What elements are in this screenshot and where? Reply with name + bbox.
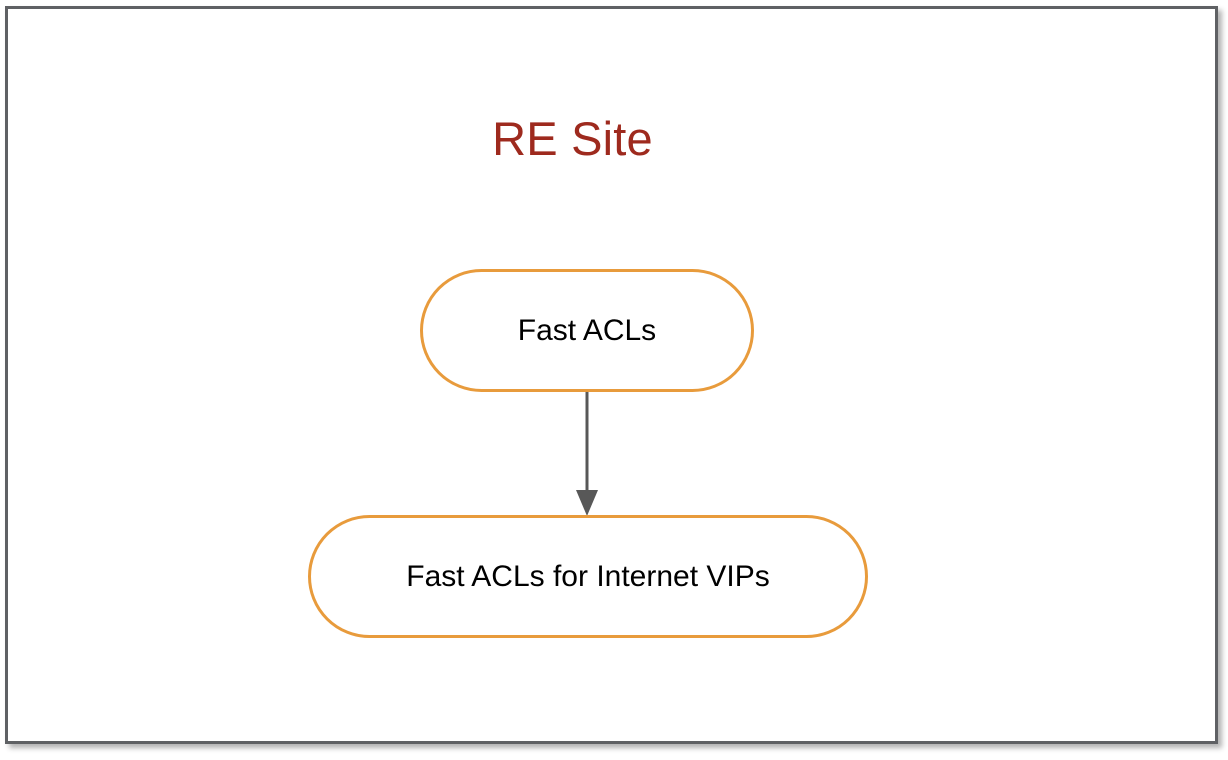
- node-fast-acls-for-internet-vips[interactable]: Fast ACLs for Internet VIPs: [308, 515, 868, 638]
- node-fast-acls-for-internet-vips-label: Fast ACLs for Internet VIPs: [406, 559, 770, 593]
- diagram-title: RE Site: [8, 115, 1221, 162]
- node-fast-acls[interactable]: Fast ACLs: [420, 269, 754, 392]
- diagram-title-text: RE Site: [492, 112, 653, 165]
- node-fast-acls-label: Fast ACLs: [517, 313, 657, 347]
- edge-fast-acls-to-internet-vips: [576, 392, 598, 516]
- arrowhead-icon: [576, 490, 598, 516]
- diagram-canvas-frame: RE Site Fast ACLs Fast ACLs for Internet…: [5, 6, 1218, 744]
